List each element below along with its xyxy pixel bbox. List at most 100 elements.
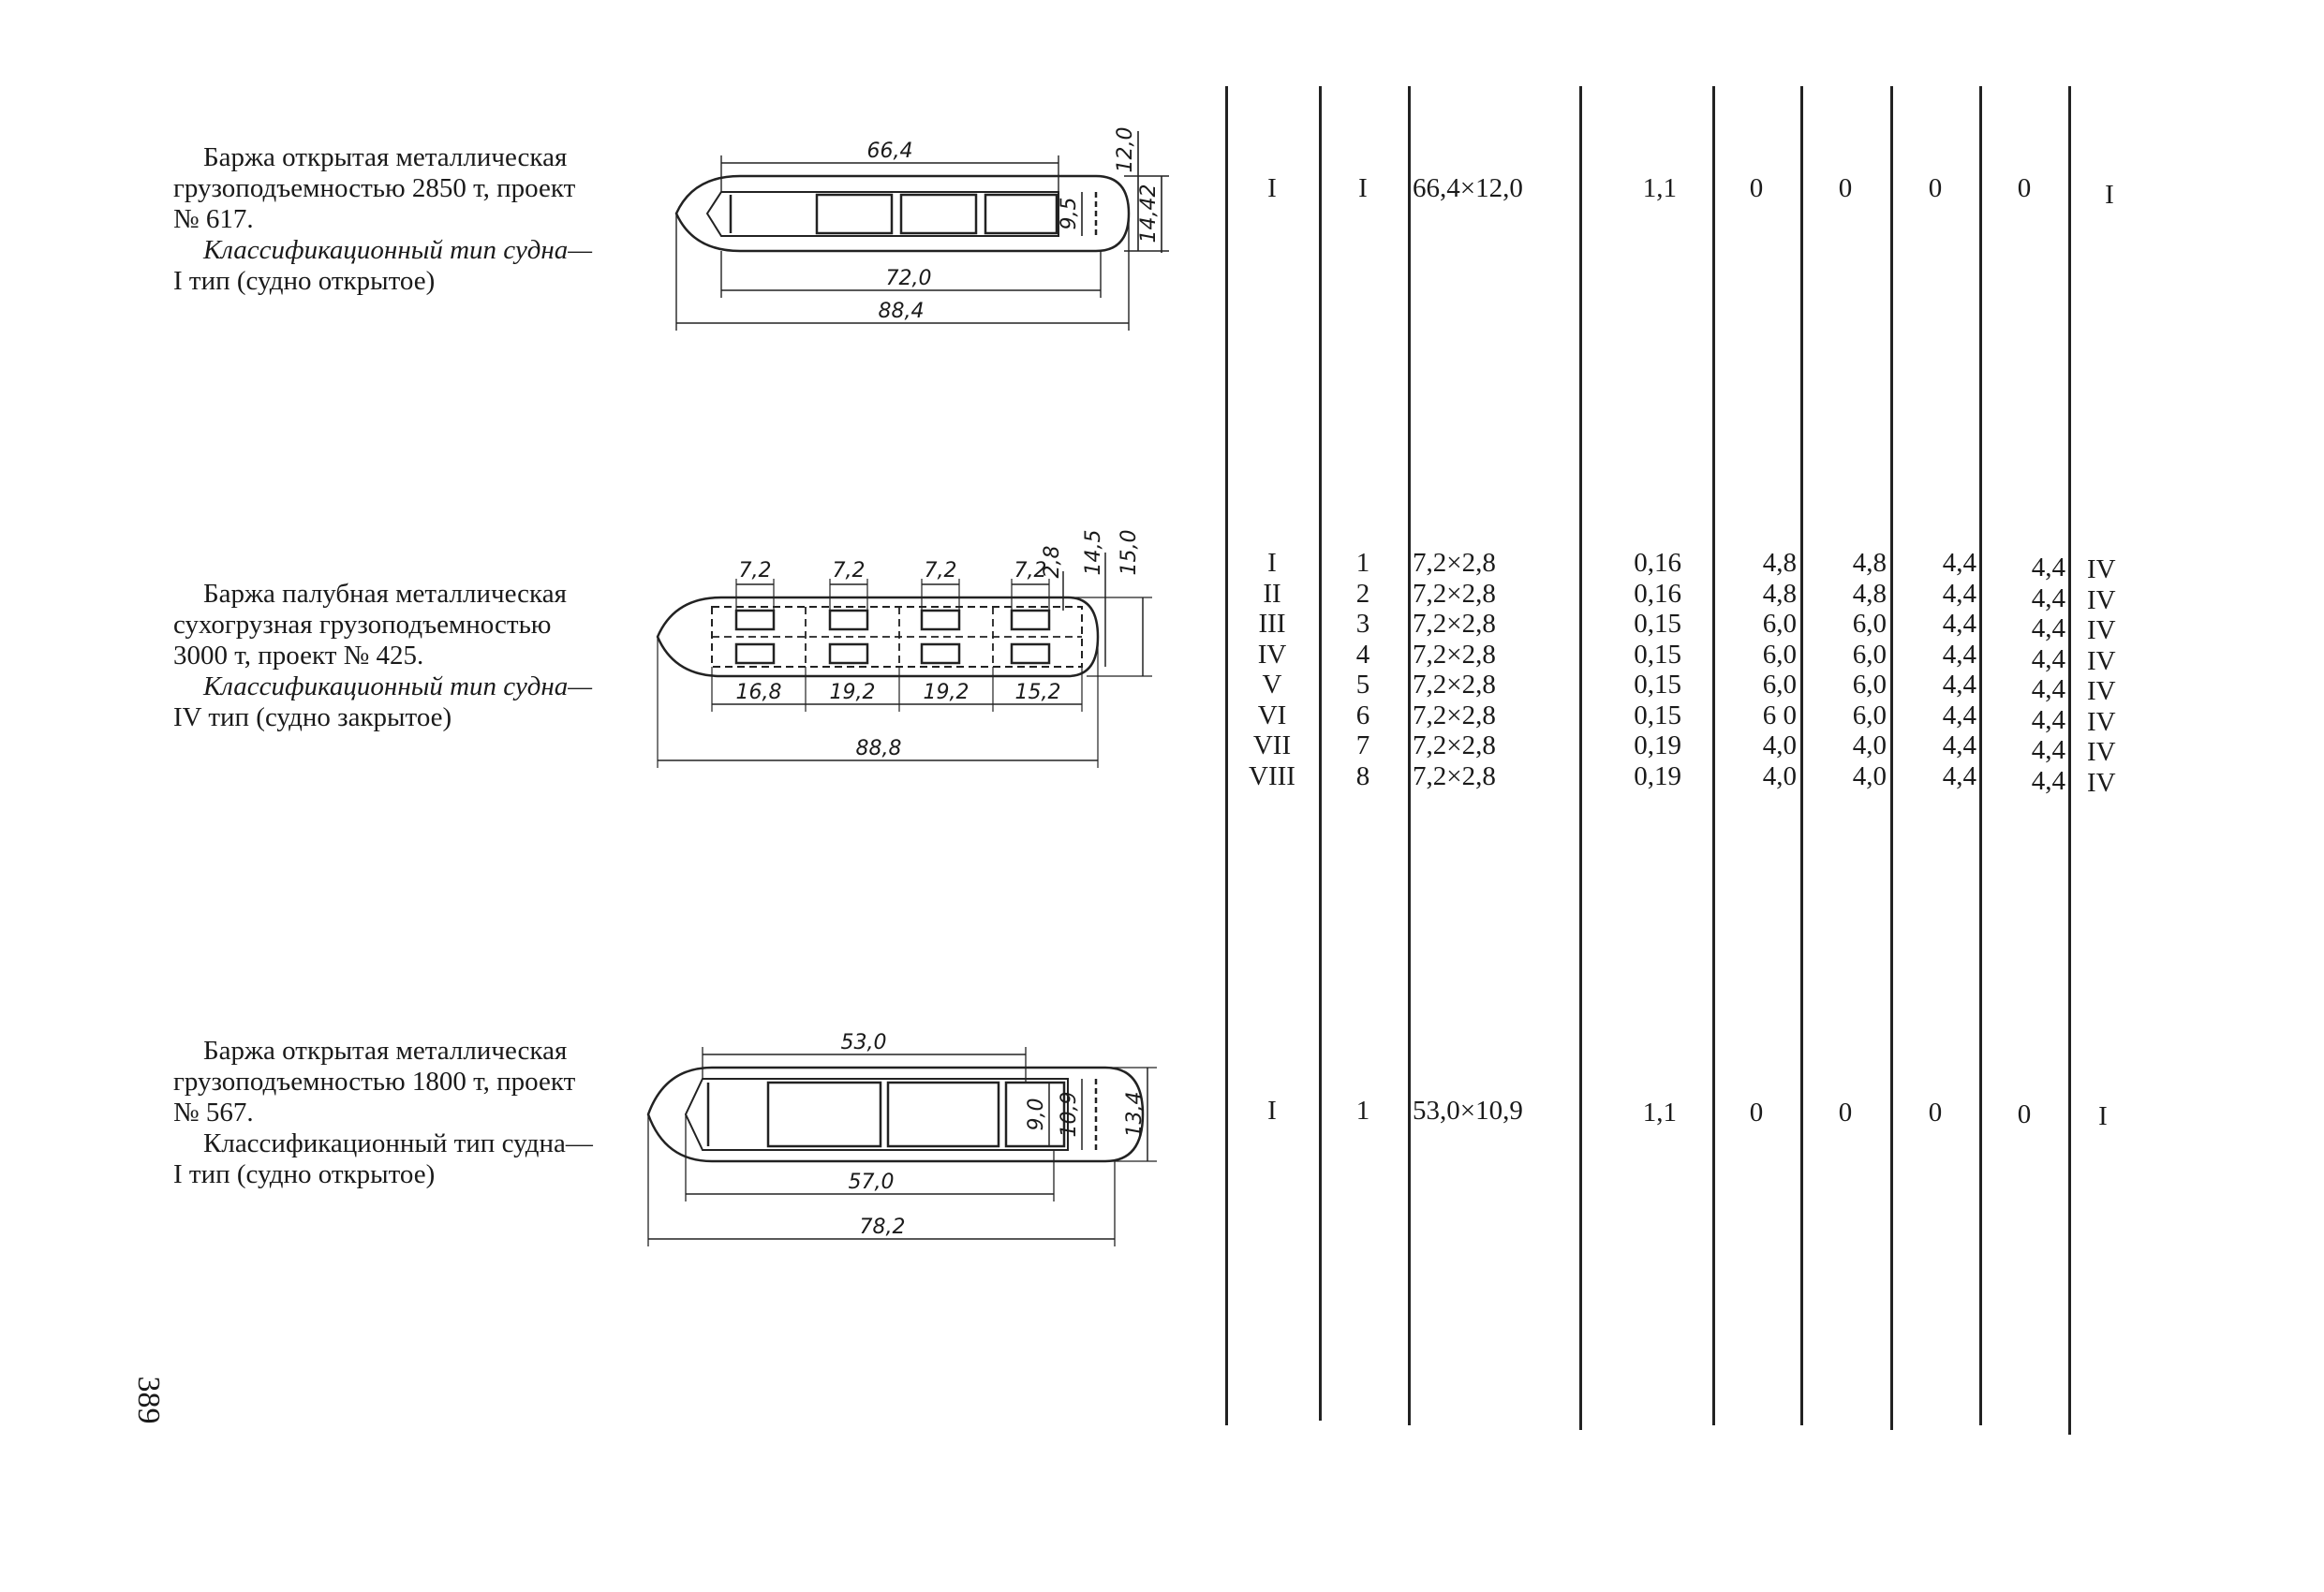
class-line: Классификационный тип судна— <box>203 235 593 265</box>
cell-c5: 0 <box>1749 1098 1764 1128</box>
table-rule <box>2068 86 2071 1435</box>
cell-c6: 0 <box>1838 173 1853 203</box>
cell: IV <box>1257 639 1287 670</box>
table-rule <box>1408 86 1411 1425</box>
dim-label: 66,4 <box>867 140 913 163</box>
cell: 4,4 <box>2031 643 2065 674</box>
cell: 4,4 <box>2031 704 2065 735</box>
cell: VII <box>1252 730 1292 760</box>
cell: IV <box>2087 737 2116 767</box>
cell-c4: 1,1 <box>1642 173 1677 203</box>
cell: II <box>1263 578 1281 609</box>
cell-c7: 0 <box>1928 1098 1943 1128</box>
desc-line: грузоподъемностью 2850 т, проект <box>173 173 576 203</box>
cell: 7,2×2,8 <box>1413 700 1496 730</box>
dim-label: 72,0 <box>886 267 932 290</box>
desc-line: сухогрузная грузоподъемностью <box>173 610 552 640</box>
cell: 0,19 <box>1634 730 1681 760</box>
cell: 6,0 <box>1852 639 1887 670</box>
table-rule <box>1890 86 1893 1430</box>
cell: 4,4 <box>1942 639 1976 670</box>
cell: IV <box>2087 615 2116 645</box>
dim-label: 7,2 <box>1014 559 1047 582</box>
cell-c7: 0 <box>1928 173 1943 203</box>
cell-c6: 0 <box>1838 1098 1853 1128</box>
cell: 7,2×2,8 <box>1413 670 1496 700</box>
class-line: Классификационный тип судна— <box>203 1128 593 1158</box>
cell: 6,0 <box>1762 670 1797 700</box>
cell: IV <box>2087 645 2116 676</box>
cell: 4,4 <box>1942 578 1976 609</box>
dim-label: 10,9 <box>1058 1092 1081 1138</box>
cell: 4,8 <box>1762 578 1797 609</box>
cell: 1 <box>1355 548 1370 578</box>
cell: 6 <box>1355 700 1370 730</box>
cell: 4,4 <box>1942 548 1976 578</box>
cell-c1: I <box>1267 173 1277 203</box>
table-rule <box>1800 86 1803 1425</box>
cell-c2: I <box>1358 173 1368 203</box>
cell: 4,0 <box>1852 760 1887 791</box>
cell: 7,2×2,8 <box>1413 730 1496 760</box>
cell: 7,2×2,8 <box>1413 548 1496 578</box>
class-line: IV тип (судно закрытое) <box>173 702 452 732</box>
cell: 0,15 <box>1634 609 1681 639</box>
dim-label: 13,4 <box>1123 1092 1147 1138</box>
dim-label: 88,4 <box>879 300 925 323</box>
cell: 4,8 <box>1852 548 1887 578</box>
dim-label: 12,0 <box>1114 127 1137 173</box>
cell: III <box>1258 609 1286 639</box>
cell: 0,16 <box>1634 578 1681 609</box>
dim-label: 19,2 <box>924 681 970 704</box>
dim-label: 2,8 <box>1041 546 1064 579</box>
cell: 7,2×2,8 <box>1413 639 1496 670</box>
cell-c9: I <box>2098 1101 2108 1131</box>
cell: 4,4 <box>2031 674 2065 704</box>
cell: 4,4 <box>2031 735 2065 765</box>
cell: 6,0 <box>1852 700 1887 730</box>
cell: 7,2×2,8 <box>1413 609 1496 639</box>
table-rule <box>1319 86 1322 1421</box>
dim-label: 7,2 <box>833 559 866 582</box>
cell: 8 <box>1355 760 1370 791</box>
cell: 4,4 <box>2031 613 2065 643</box>
table-rule <box>1579 86 1582 1430</box>
class-line: I тип (судно открытое) <box>173 1159 436 1189</box>
barge-567-drawing: 53,0 57,0 78,2 9,0 10,9 13,4 <box>637 993 1162 1264</box>
cell: V <box>1262 670 1282 700</box>
cell: 4,4 <box>1942 670 1976 700</box>
cell: 6,0 <box>1852 609 1887 639</box>
cell: 4,4 <box>1942 730 1976 760</box>
cell: 0,19 <box>1634 760 1681 791</box>
cell: 4,4 <box>1942 609 1976 639</box>
cell: 0,15 <box>1634 700 1681 730</box>
cell: 4 <box>1355 639 1370 670</box>
cell: 0,16 <box>1634 548 1681 578</box>
desc-line: грузоподъемностью 1800 т, проект <box>173 1067 576 1097</box>
dim-label: 9,5 <box>1058 198 1081 230</box>
barge-617-drawing: 66,4 72,0 88,4 9,5 12,0 14,42 <box>656 112 1180 337</box>
class-line: Классификационный тип судна— <box>203 671 593 701</box>
dim-label: 15,2 <box>1015 681 1061 704</box>
dim-label: 9,0 <box>1025 1098 1048 1131</box>
cell: VI <box>1257 700 1287 730</box>
cell: 4,4 <box>2031 765 2065 796</box>
cell-c8: 0 <box>2017 173 2032 203</box>
cell: 7,2×2,8 <box>1413 760 1496 791</box>
cell-c8: 0 <box>2017 1099 2032 1129</box>
dim-label: 15,0 <box>1118 530 1141 576</box>
cell: 4,0 <box>1762 760 1797 791</box>
desc-line: Баржа открытая металлическая <box>203 142 568 172</box>
dim-label: 7,2 <box>739 559 772 582</box>
cell: 7 <box>1355 730 1370 760</box>
desc-line: № 567. <box>173 1098 254 1128</box>
barge-425-description: Баржа палубная металлическая сухогрузная… <box>173 579 628 733</box>
class-line: I тип (судно открытое) <box>173 266 436 296</box>
cell: 0,15 <box>1634 639 1681 670</box>
